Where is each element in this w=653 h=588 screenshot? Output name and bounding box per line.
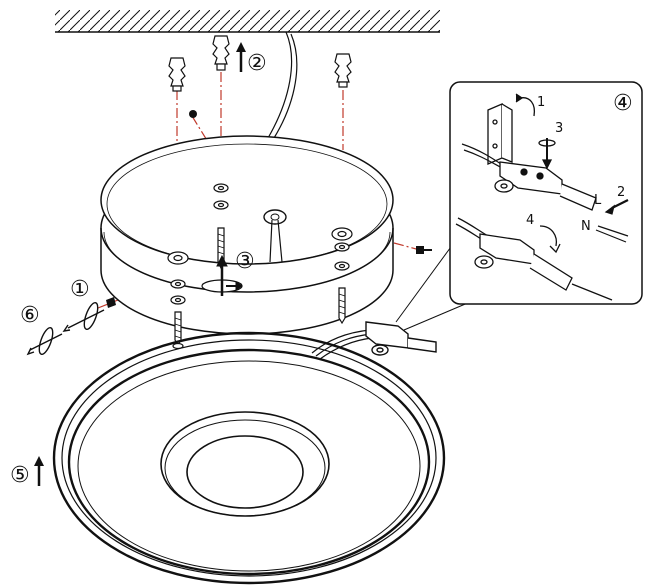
step-5-label: ⑤ (10, 463, 30, 488)
washer-set-left (167, 251, 189, 305)
step-1-label: ① (70, 277, 90, 302)
inset-rotate-arrow (515, 93, 536, 117)
inset-label-2: 2 (617, 185, 625, 200)
callout-lines (395, 239, 471, 331)
inset-wires (595, 199, 629, 243)
wall-anchor-middle (212, 35, 230, 71)
inset-label-1: 1 (537, 95, 545, 110)
ceiling (55, 10, 440, 33)
wall-anchor-right (334, 53, 352, 88)
inset-label-neutral: N (581, 219, 591, 234)
washer-set-middle (213, 183, 229, 210)
washer-set-right (331, 227, 353, 271)
step-3-label: ③ (235, 249, 255, 274)
lamp-body (52, 331, 446, 585)
inset-label-3: 3 (555, 121, 563, 136)
step-6-indicator (26, 327, 63, 356)
wall-anchor-left (168, 57, 186, 92)
side-screw-left (106, 297, 116, 308)
terminal-block (365, 321, 437, 356)
step-4-label: ④ (613, 91, 633, 116)
inset-screw-step3 (538, 138, 556, 170)
small-screw-top (189, 110, 197, 118)
step-2-label: ② (247, 51, 267, 76)
ceiling-cable (267, 31, 298, 139)
screw-right (338, 287, 346, 325)
step-6-label: ⑥ (20, 303, 40, 328)
cable-grommet (263, 209, 287, 263)
step-3-indicator (201, 254, 243, 296)
lamp-cable (311, 329, 373, 360)
step-1-indicator (62, 302, 105, 332)
step-2-arrow (236, 42, 246, 72)
inset-label-live: L (594, 193, 602, 208)
step-5-arrow (34, 456, 44, 486)
side-screw-right (416, 246, 432, 254)
mounting-base (100, 135, 394, 335)
inset-connector-top (494, 161, 597, 211)
inset-bracket (487, 103, 513, 165)
inset-label-4: 4 (526, 213, 534, 228)
inset-connector-bottom (455, 217, 613, 301)
